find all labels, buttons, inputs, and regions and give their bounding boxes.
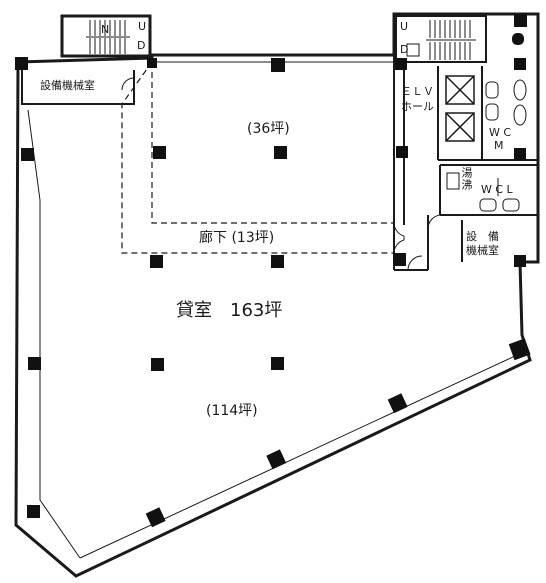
stairs-west xyxy=(60,14,152,58)
office-south-area: (114坪) xyxy=(206,403,258,419)
rental-total-label: 貸室 163坪 xyxy=(176,300,283,321)
hot-water-label: 湯沸 xyxy=(460,167,473,191)
elv-hall-label-2: ホール xyxy=(401,100,434,113)
stairs-east xyxy=(395,15,487,63)
corridor-label: 廊下 (13坪) xyxy=(199,230,275,246)
equip-room-e-label-1: 設 備 xyxy=(466,230,499,243)
office-north-area: (36坪) xyxy=(247,121,290,137)
stair-west-down: D xyxy=(137,39,146,52)
equip-room-nw-label: 設備機械室 xyxy=(40,79,95,92)
wc-fixtures xyxy=(446,79,527,212)
corridor-dashed xyxy=(121,61,394,254)
stair-east-up: U xyxy=(400,20,409,33)
outer-walls xyxy=(14,12,540,578)
wc-l-label: W C L xyxy=(481,183,513,196)
equip-room-e-door xyxy=(407,214,441,271)
north-indicator: N xyxy=(101,23,110,36)
elevators xyxy=(445,75,475,142)
corridor-doors xyxy=(393,222,405,254)
wc-m-label: W C xyxy=(489,126,512,139)
elv-hall-label-1: ＥＬＶ xyxy=(401,85,434,98)
columns xyxy=(15,14,531,528)
equip-room-e-label-2: 機械室 xyxy=(466,244,499,257)
core-walls xyxy=(393,55,538,271)
stair-east-down: D xyxy=(400,43,409,56)
wc-m-sub-label: M xyxy=(494,139,504,152)
stair-west-up: U xyxy=(138,20,147,33)
